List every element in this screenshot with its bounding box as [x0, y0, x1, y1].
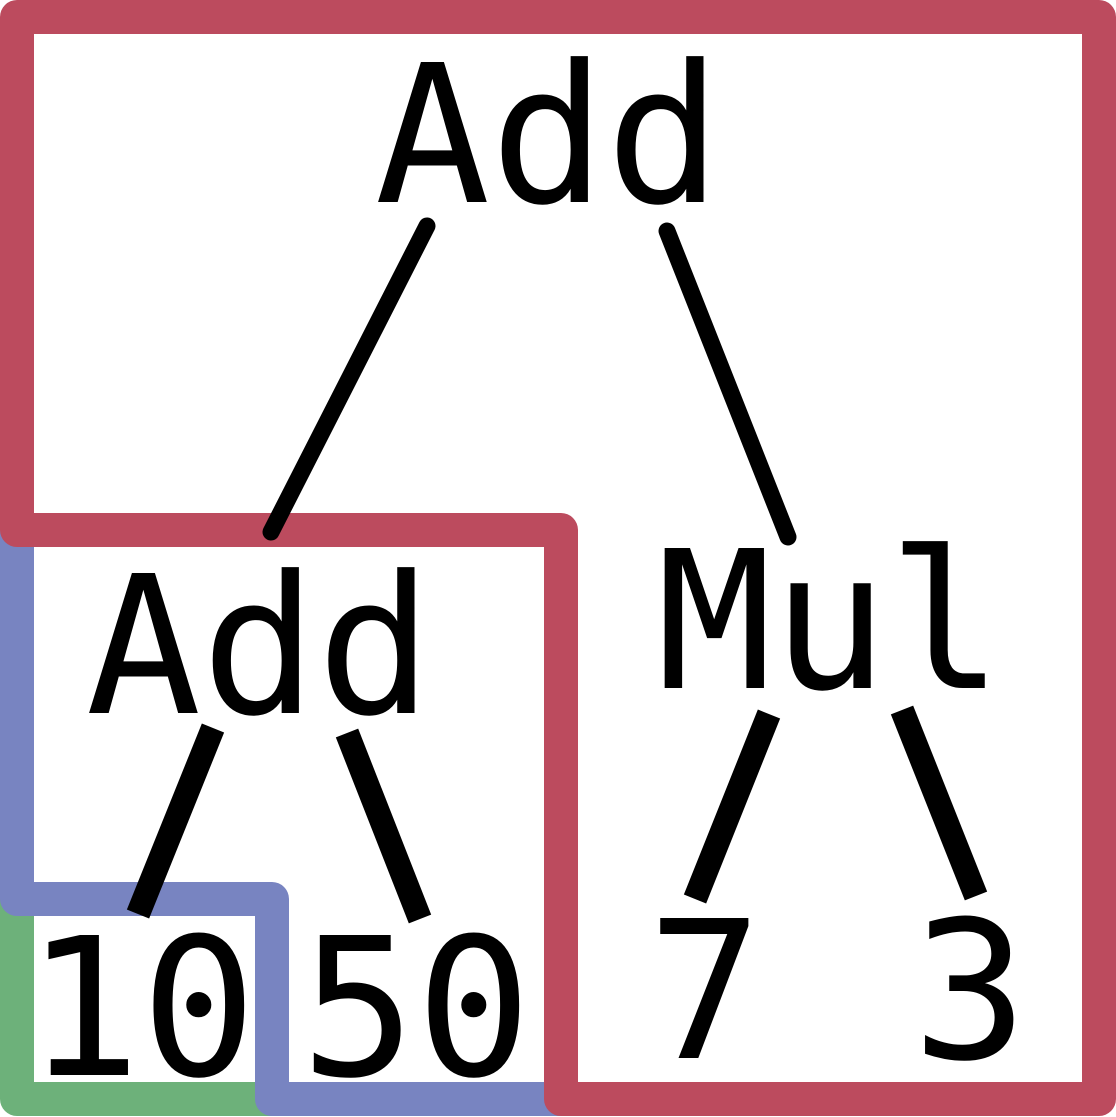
edge-root-to-mul — [658, 222, 797, 546]
node-leaf-3: 3 — [912, 881, 1028, 1104]
node-mul: Mul — [657, 511, 1004, 734]
edge-mul-to-3 — [890, 705, 988, 901]
node-leaf-10: 10 — [25, 898, 256, 1117]
edge-root-to-left-add — [262, 217, 436, 541]
edge-left-add-to-50 — [335, 728, 432, 924]
middle-region-boundary — [0, 513, 578, 1116]
inner-region-boundary — [0, 882, 289, 1116]
node-leaf-50: 50 — [300, 898, 531, 1117]
edge-left-add-to-10 — [126, 723, 225, 919]
edge-mul-to-7 — [683, 709, 781, 904]
node-root-add: Add — [375, 25, 722, 248]
node-leaf-7: 7 — [647, 881, 763, 1104]
node-left-add: Add — [86, 536, 433, 759]
